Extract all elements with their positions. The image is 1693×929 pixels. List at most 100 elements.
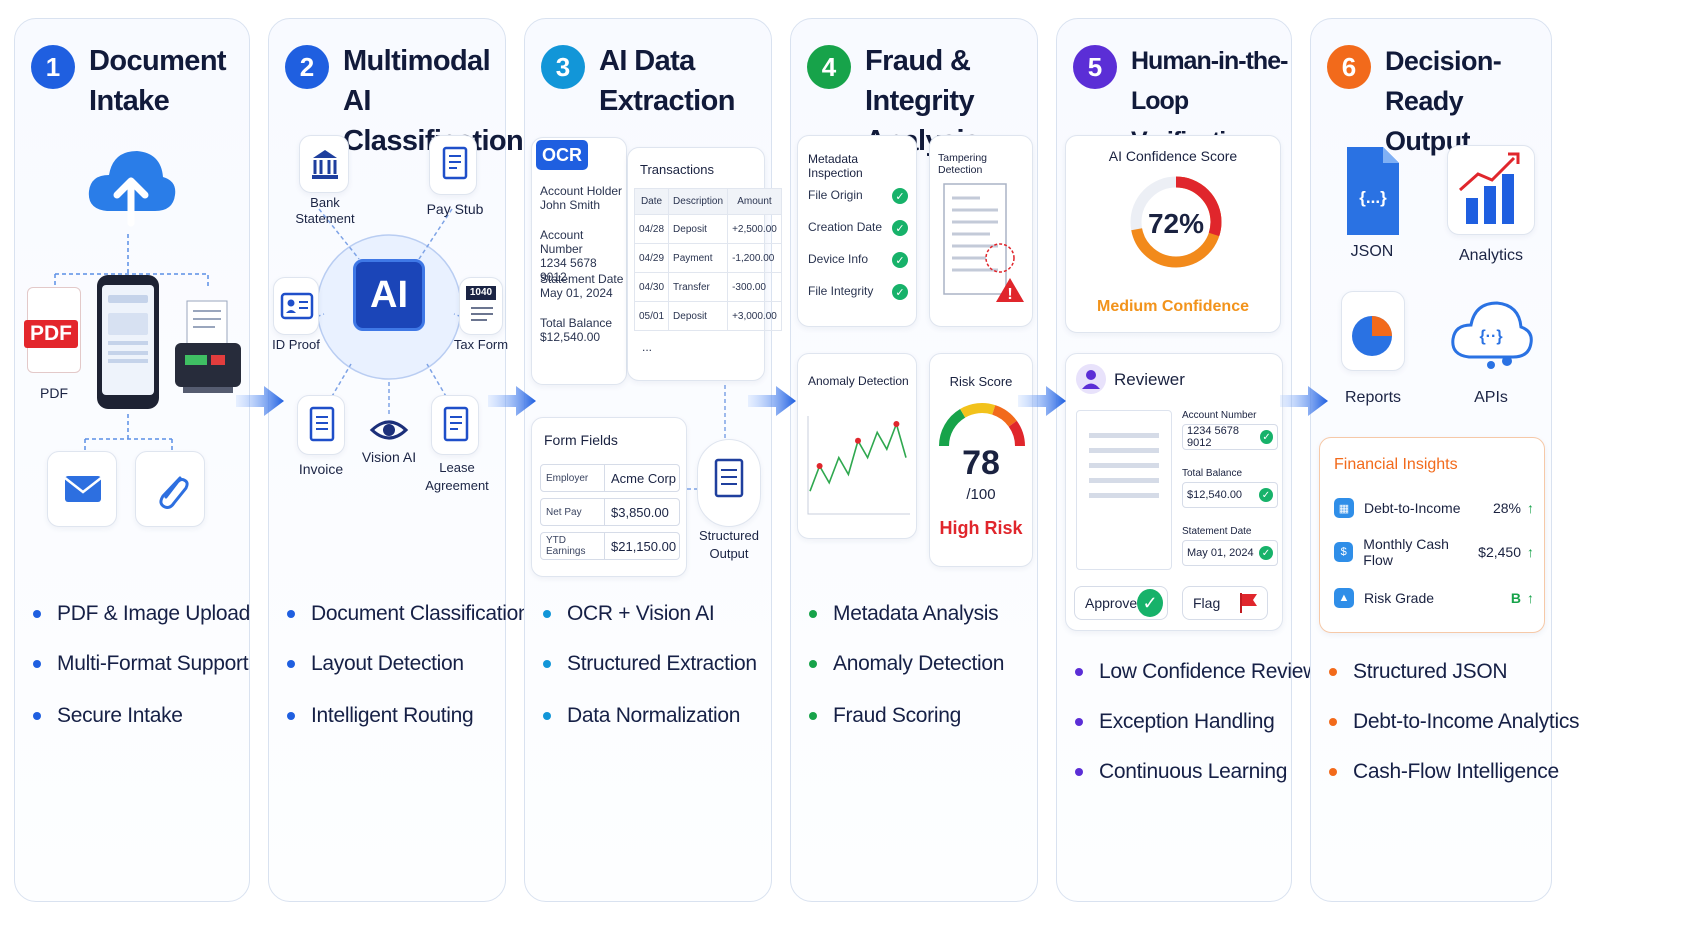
invoice-icon [297, 395, 345, 455]
analytics-label: Analytics [1458, 247, 1524, 264]
metadata-item: Creation Date✓ [808, 220, 908, 236]
json-label: JSON [1350, 243, 1394, 260]
flag-button[interactable]: Flag [1182, 586, 1268, 620]
confidence-value: 72% [1147, 208, 1205, 239]
check-icon: ✓ [1259, 488, 1273, 502]
step-number: 1 [31, 45, 75, 89]
gauge-segment [939, 408, 966, 447]
form-field-row: Net Pay$3,850.00 [540, 498, 680, 526]
reviewer-card: Reviewer Account Number 1234 5678 9012✓ … [1065, 353, 1283, 631]
extraction-connector [687, 385, 726, 490]
up-arrow-icon: ↑ [1527, 590, 1534, 606]
metadata-item: Device Info✓ [808, 252, 908, 268]
panel-multimodal-classification: 2 Multimodal AIClassification AI Bank St… [268, 18, 530, 902]
ring-progress-accent [1130, 176, 1222, 268]
svg-text:{··}: {··} [1479, 328, 1502, 345]
bullet-item: Debt-to-Income Analytics [1329, 697, 1580, 747]
risk-value: 78 [962, 444, 1000, 482]
flow-arrow-icon [1280, 386, 1328, 416]
id-proof-icon [273, 277, 319, 335]
structured-output-icon [697, 439, 761, 527]
panel-title-line2: Intake [89, 85, 170, 117]
step-number: 6 [1327, 45, 1371, 89]
bullet-item: Low Confidence Review [1075, 647, 1318, 697]
bullet-item: PDF & Image Upload [33, 589, 250, 639]
transactions-more: ... [642, 340, 653, 354]
bullet-item: Structured Extraction [543, 639, 757, 689]
panel-human-verification: 5 Human-in-the-LoopVerification AI Confi… [1056, 18, 1318, 902]
anomaly-point [855, 437, 861, 444]
confidence-ring [1130, 176, 1222, 268]
bank-statement-icon [299, 135, 349, 193]
pay-stub-label: Pay Stub [426, 201, 484, 217]
bullet-item: Fraud Scoring [809, 691, 1004, 741]
email-icon [64, 476, 102, 502]
reports-label: Reports [1344, 389, 1402, 406]
metadata-inspection-card: Metadata Inspection File Origin✓ Creatio… [797, 135, 917, 327]
risk-title: Risk Score [949, 374, 1013, 389]
id-proof-label: ID Proof [272, 337, 320, 352]
metadata-item: File Origin✓ [808, 188, 908, 204]
risk-gauge [939, 403, 1025, 447]
bullet-item: Cash-Flow Intelligence [1329, 747, 1579, 797]
bullet-item: Data Normalization [543, 691, 757, 741]
insights-title: Financial Insights [1334, 456, 1458, 473]
email-card [47, 451, 117, 527]
bullet-item: Intelligent Routing [287, 691, 529, 741]
panel-title-line1: AI Data [599, 45, 695, 77]
api-cloud-icon: {··} [1451, 301, 1533, 369]
upload-cloud-icon [88, 151, 176, 227]
gauge-segment [991, 405, 1017, 427]
ocr-field: Total Balance$12,540.00 [540, 316, 613, 344]
confidence-label: Medium Confidence [1096, 298, 1249, 315]
panel-title-line1: Human-in-the-Loop [1131, 47, 1288, 115]
check-icon: ✓ [892, 188, 908, 204]
reports-icon [1341, 291, 1405, 371]
lease-agreement-icon [431, 395, 479, 455]
form-fields-title: Form Fields [544, 432, 618, 448]
up-arrow-icon: ↑ [1527, 500, 1534, 516]
bullet-item: Structured JSON [1329, 647, 1579, 697]
invoice-label: Invoice [298, 461, 344, 477]
tampering-title: Tampering Detection [938, 152, 988, 176]
bullet-item: Exception Handling [1075, 697, 1318, 747]
bullet-item: Continuous Learning [1075, 747, 1318, 797]
transactions-title: Transactions [640, 162, 714, 177]
flow-arrow-icon [236, 386, 284, 416]
svg-text:{...}: {...} [1359, 188, 1387, 207]
check-icon: ✓ [892, 220, 908, 236]
anomaly-point [893, 421, 900, 427]
bullet-list: Metadata Analysis Anomaly Detection Frau… [809, 589, 1004, 741]
ratio-icon: ▦ [1334, 498, 1354, 518]
bullet-item: Document Classification [287, 589, 530, 639]
panel-title-line1: Multimodal AI [343, 45, 491, 117]
confidence-title: AI Confidence Score [1108, 148, 1238, 164]
table-header: Description [668, 188, 729, 215]
gauge-segment [1008, 420, 1025, 447]
bullet-item: Secure Intake [33, 691, 250, 741]
tampered-document-icon: ! [943, 183, 1024, 303]
check-icon: ✓ [1259, 546, 1273, 560]
bullet-list: OCR + Vision AI Structured Extraction Da… [543, 589, 757, 741]
cash-icon: $ [1334, 542, 1354, 562]
scanner-icon [175, 300, 241, 393]
review-field: Account Number 1234 5678 9012✓ [1182, 410, 1278, 450]
vision-eye-icon [369, 420, 409, 440]
approve-button[interactable]: Approve✓ [1074, 586, 1168, 620]
metadata-item: File Integrity✓ [808, 284, 908, 300]
attachment-card [135, 451, 205, 527]
risk-max: /100 [966, 486, 996, 503]
up-arrow-icon: ↑ [1527, 544, 1534, 560]
